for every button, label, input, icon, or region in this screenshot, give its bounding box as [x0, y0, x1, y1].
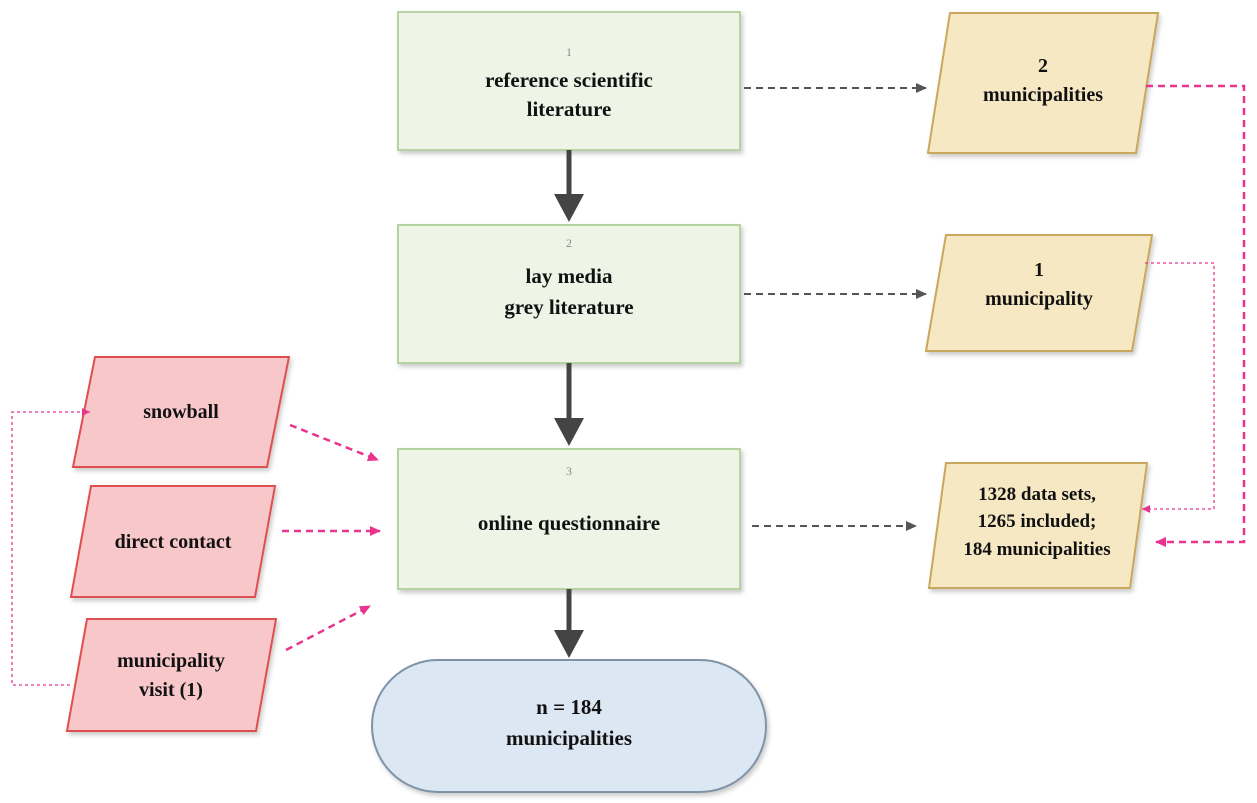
result-label-line: n = 184 [536, 695, 602, 719]
step-number: 1 [566, 45, 572, 59]
arrow-step1-to-step2 [554, 150, 584, 222]
step-label-line: lay media [526, 264, 613, 288]
source-label-line: municipality [117, 650, 225, 672]
output-label-line: 2 [1038, 55, 1048, 77]
step-label-line: grey literature [504, 295, 633, 319]
step-number: 3 [566, 464, 572, 478]
step-label-line: reference scientific [485, 68, 653, 92]
output-label-line: 1265 included; [978, 511, 1097, 532]
output-box-1: 2 municipalities [926, 12, 1160, 154]
source-label-line: direct contact [115, 531, 232, 553]
output-label-line: 1 [1034, 259, 1044, 281]
result-label-line: municipalities [506, 726, 632, 750]
source-box-municipality-visit: municipality visit (1) [65, 618, 278, 732]
step-box-3: 3 online questionnaire [397, 448, 741, 590]
output-label-line: 184 municipalities [963, 539, 1110, 560]
arrow-step3-to-result [554, 589, 584, 658]
step-number: 2 [566, 236, 572, 250]
step-label-line: literature [527, 97, 612, 121]
pink-arrow-visit-to-questionnaire [285, 604, 371, 652]
pink-connector-output1-to-output3 [1146, 84, 1246, 547]
output-label-line: municipalities [983, 84, 1103, 106]
pink-connector-output2-to-output3 [1142, 262, 1215, 513]
pink-loop-visit-to-snowball [11, 408, 90, 686]
output-box-3: 1328 data sets, 1265 included; 184 munic… [927, 462, 1149, 589]
step-label-line: online questionnaire [478, 511, 660, 535]
output-label-line: 1328 data sets, [978, 484, 1096, 505]
source-label-line: visit (1) [139, 679, 203, 701]
pink-arrow-snowball-to-questionnaire [289, 423, 379, 462]
source-box-snowball: snowball [71, 356, 291, 468]
source-label-line: snowball [143, 401, 219, 423]
step-box-1: 1 reference scientific literature [397, 11, 741, 151]
arrow-step2-to-step3 [554, 363, 584, 446]
source-box-direct-contact: direct contact [69, 485, 277, 598]
output-box-2: 1 municipality [924, 234, 1154, 352]
result-terminal: n = 184 municipalities [371, 659, 767, 793]
output-label-line: municipality [985, 288, 1093, 310]
step-box-2: 2 lay media grey literature [397, 224, 741, 364]
